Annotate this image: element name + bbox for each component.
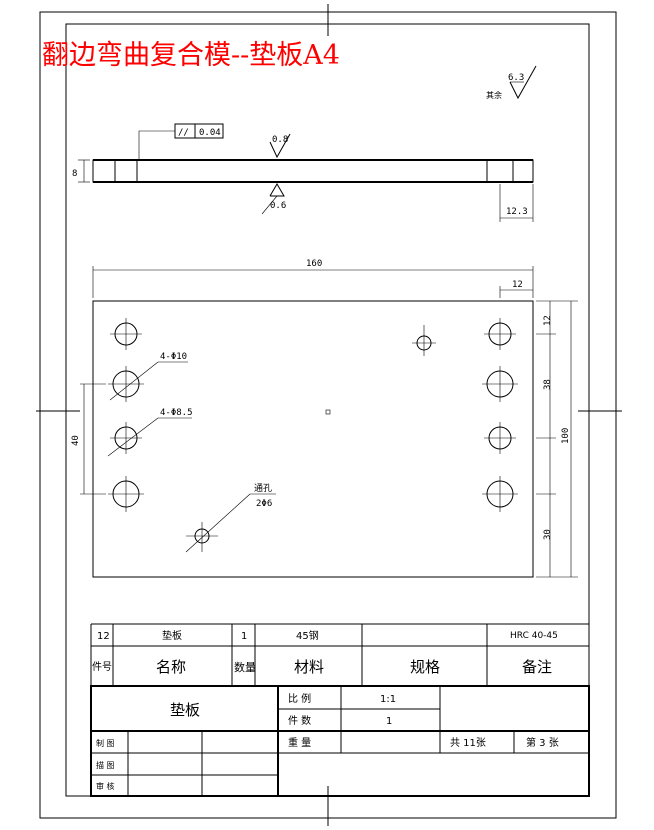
thru-hole-top: [412, 325, 436, 356]
overall-height: 100: [561, 428, 571, 444]
review-label: 审 核: [96, 781, 115, 791]
parallelism-value: 0.04: [199, 128, 221, 138]
bom-row-note: HRC 40-45: [510, 631, 558, 641]
hole-group-right: [482, 318, 518, 512]
dim-bottom: 30: [543, 529, 553, 540]
center-point: [325, 409, 331, 415]
traced-label: 描 图: [96, 760, 115, 770]
scale-value: 1:1: [380, 694, 396, 705]
sheet-number: 第 3 张: [526, 736, 559, 749]
title-block: 垫板 比 例 1:1 件 数 1 重 量 共 11张 第 3 张 制 图 描 图…: [90, 685, 590, 797]
left-dim: 40: [71, 435, 81, 446]
step-width: 12.3: [506, 207, 528, 217]
bom-row-index: 12: [97, 631, 110, 642]
surface-finish-note: 其余: [486, 90, 502, 100]
thru-hole-bottom: [185, 493, 251, 553]
bom-row-material: 45钢: [296, 629, 319, 642]
hole-group-left: [108, 318, 144, 512]
bom-header-index: 件号: [92, 661, 112, 673]
part-name: 垫板: [170, 701, 200, 719]
drawn-label: 制 图: [96, 738, 115, 748]
bom-header-qty: 数量: [234, 661, 256, 674]
hole-label-1: 4-Φ10: [160, 352, 187, 362]
surface-finish-symbol: 6.3 其余: [486, 65, 537, 100]
overall-width: 160: [306, 259, 322, 269]
count-value: 1: [386, 716, 392, 727]
bom-header-note: 备注: [522, 658, 552, 676]
bom-table: 12 垫板 1 45钢 HRC 40-45 件号 名称 数量 材料 规格 备注: [90, 623, 589, 796]
parallelism-frame: // 0.04: [138, 123, 224, 159]
right-offset: 12: [512, 280, 523, 290]
bom-row-name: 垫板: [162, 629, 182, 642]
section-thickness: 8: [72, 169, 77, 179]
hole-label-2: 4-Φ8.5: [160, 408, 193, 418]
weight-label: 重 量: [288, 736, 311, 749]
bom-row-qty: 1: [241, 631, 247, 642]
thru-label: 通孔: [254, 483, 272, 494]
sheets-total: 共 11张: [450, 737, 486, 749]
roughness-bottom: 0.6: [270, 201, 286, 211]
surface-finish-value: 6.3: [508, 73, 524, 83]
plate-outline: [92, 300, 534, 578]
parallelism-symbol: //: [178, 128, 189, 138]
outer-border: [39, 11, 617, 819]
bom-header-spec: 规格: [410, 658, 440, 676]
count-label: 件 数: [288, 714, 311, 727]
bom-header-name: 名称: [156, 658, 186, 676]
plan-view: 160 12 12 38 30 100 40: [71, 259, 578, 578]
thru-size: 2Φ6: [256, 499, 272, 509]
scale-label: 比 例: [288, 692, 311, 705]
section-view: 8 0.8 0.6 12.3: [72, 133, 534, 222]
drawing-title: 翻边弯曲复合模--垫板A4: [42, 40, 340, 71]
dim-top: 12: [543, 315, 553, 326]
dim-mid: 38: [543, 379, 553, 390]
bom-header-material: 材料: [294, 658, 324, 676]
roughness-top: 0.8: [272, 135, 288, 145]
